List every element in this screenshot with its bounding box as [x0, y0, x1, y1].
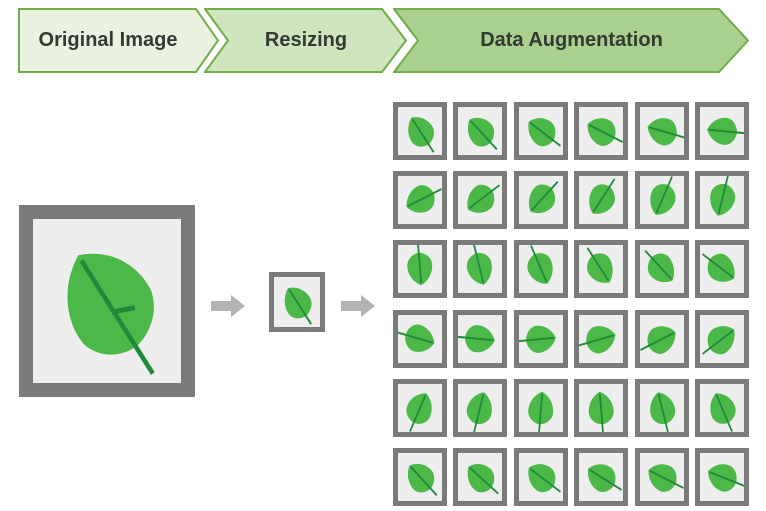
leaf-icon [647, 118, 684, 146]
augmented-image-cell [393, 309, 447, 368]
augmented-image-cell [513, 240, 568, 299]
leaf-icon [467, 245, 493, 286]
leaf-icon [467, 184, 501, 213]
augmented-image-cell [634, 378, 689, 437]
leaf-icon [468, 117, 498, 151]
augmented-image-cell [695, 378, 749, 437]
augmented-image-cell [393, 240, 447, 299]
augmented-image-cell [695, 309, 749, 368]
leaf-icon [528, 391, 553, 432]
augmented-image-cell [453, 448, 508, 506]
augmented-image-cell [513, 171, 568, 230]
leaf-icon [707, 464, 744, 492]
chevron-shape [18, 8, 220, 73]
leaf-icon [528, 181, 559, 214]
leaf-icon [649, 392, 675, 432]
leaf-icon [710, 393, 736, 432]
augmented-image-cell [393, 378, 447, 437]
augmented-image-cell [393, 448, 447, 506]
leaf-icon [468, 464, 500, 495]
augmented-image-cell [513, 448, 568, 506]
leaf-icon [707, 117, 744, 145]
leaf-icon [648, 464, 684, 492]
step-label: Data Augmentation [480, 29, 663, 51]
leaf-icon [589, 391, 614, 432]
leaf-icon [649, 176, 676, 215]
augmented-image-cell [574, 240, 629, 299]
augmented-image-cell [695, 240, 749, 299]
resized-image-frame [269, 272, 325, 332]
leaf-icon [467, 392, 493, 432]
step-original-image: Original Image [18, 8, 220, 73]
augmented-image-cell [513, 102, 568, 160]
leaf-icon [406, 185, 442, 213]
chevron-fill [18, 8, 220, 73]
augmented-image-cell [634, 240, 689, 299]
leaf-icon [407, 463, 438, 497]
step-label: Original Image [38, 29, 178, 51]
augmentation-grid [393, 102, 749, 506]
augmented-image-cell [513, 309, 568, 368]
augmented-image-cell [453, 102, 508, 160]
chevron-fill [393, 8, 750, 73]
leaf-icon [702, 325, 735, 355]
leaf-icon [528, 118, 561, 147]
augmented-image-cell [695, 171, 749, 230]
leaf-icon [528, 464, 561, 493]
chevron-fill [204, 8, 408, 73]
step-label: Resizing [264, 29, 348, 51]
augmented-image-cell [453, 309, 508, 368]
augmented-image-cell [393, 102, 447, 160]
chevron-shape [204, 8, 408, 73]
augmented-image-cell [453, 240, 508, 299]
augmented-image-cell [634, 309, 689, 368]
leaf-icon [518, 325, 556, 353]
leaf-icon [589, 178, 616, 215]
right-arrow-icon [211, 295, 245, 317]
leaf-icon [527, 245, 553, 285]
augmented-image-cell [695, 448, 749, 506]
augmented-image-cell [574, 448, 629, 506]
leaf-icon [587, 118, 624, 146]
leaf-icon [398, 324, 435, 352]
leaf-icon [458, 324, 496, 352]
leaf-icon [67, 253, 155, 375]
leaf-icon [284, 287, 313, 325]
leaf-icon [407, 245, 433, 286]
leaf-icon [702, 253, 735, 283]
augmented-image-cell [634, 102, 689, 160]
right-arrow-icon [341, 295, 375, 317]
augmented-image-cell [574, 171, 629, 230]
augmented-image-cell [453, 171, 508, 230]
step-data-augmentation: Data Augmentation [393, 8, 750, 73]
leaf-icon [644, 250, 674, 283]
augmented-image-cell [634, 171, 689, 230]
leaf-icon [586, 247, 613, 284]
leaf-icon [406, 393, 432, 432]
chevron-shape [393, 8, 750, 73]
leaf-icon [710, 176, 736, 216]
augmented-image-cell [513, 378, 568, 437]
original-image-frame [19, 205, 195, 397]
augmented-image-cell [574, 378, 629, 437]
augmented-image-cell [393, 171, 447, 230]
augmented-image-cell [634, 448, 689, 506]
leaf-icon [588, 464, 623, 493]
leaf-icon [639, 325, 676, 354]
step-resizing: Resizing [204, 8, 408, 73]
augmented-image-cell [695, 102, 749, 160]
leaf-icon [408, 117, 435, 153]
augmented-image-cell [453, 378, 508, 437]
augmented-image-cell [574, 102, 629, 160]
leaf-icon [579, 325, 616, 354]
augmented-image-cell [574, 309, 629, 368]
